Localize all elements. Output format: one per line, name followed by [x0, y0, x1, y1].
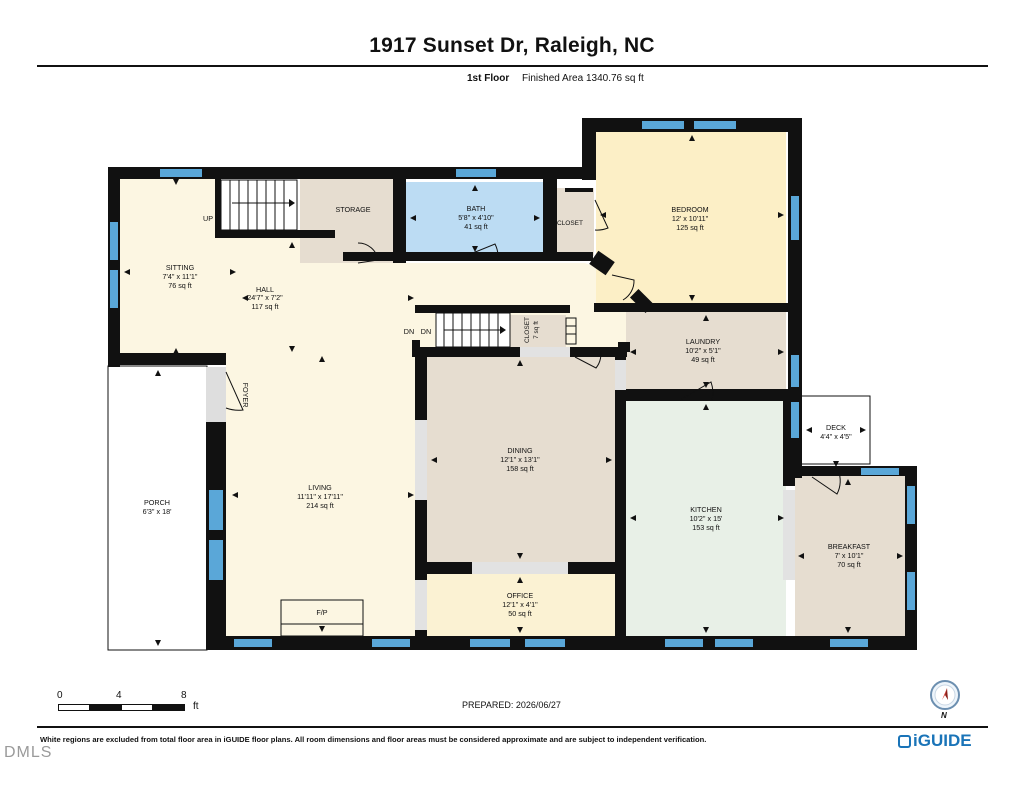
dining-dims: 12'1" x 13'1"	[500, 455, 540, 464]
closet1-fill	[557, 188, 594, 256]
room-fills	[107, 132, 905, 651]
fireplace	[280, 599, 364, 637]
bedroom-name: BEDROOM	[671, 205, 708, 214]
sitting-area: 76 sq ft	[168, 281, 192, 290]
living-area: 214 sq ft	[306, 501, 334, 510]
stair-dn-label-1: DN	[404, 327, 414, 336]
iguide-logo-text: iGUIDE	[913, 731, 972, 750]
disclaimer: White regions are excluded from total fl…	[40, 735, 707, 744]
stair-up	[220, 179, 298, 231]
scale-bar: 0 4 8 ft	[40, 690, 210, 715]
laundry-name: LAUNDRY	[686, 337, 720, 346]
plan-title: 1917 Sunset Dr, Raleigh, NC	[369, 34, 655, 57]
dining-name: DINING	[507, 446, 533, 455]
compass: N	[926, 679, 966, 720]
deck-name: DECK	[826, 423, 846, 432]
foyer-fill	[206, 367, 226, 422]
office-area: 50 sq ft	[508, 609, 532, 618]
room-labels: SITTING 7'4" x 11'1" 76 sq ft STORAGE BA…	[143, 204, 871, 618]
iguide-logo-icon	[898, 735, 911, 748]
compass-n: N	[941, 711, 947, 719]
laundry-fill	[626, 312, 786, 390]
scale-tick-8: 8	[181, 690, 187, 701]
iguide-logo: iGUIDE	[898, 731, 972, 751]
stair-down	[435, 312, 511, 348]
porch-name: PORCH	[144, 498, 170, 507]
porch-fill	[107, 365, 208, 651]
closet2-fill	[510, 315, 566, 350]
kitchen-area: 153 sq ft	[692, 523, 720, 532]
mls-watermark: DMLS	[4, 744, 53, 761]
bedroom-dims: 12' x 10'11"	[672, 214, 709, 223]
fireplace-label: F/P	[316, 608, 327, 617]
scale-unit: ft	[193, 701, 199, 712]
breakfast-fill	[795, 476, 905, 636]
closet2-shelf	[565, 317, 577, 345]
scale-seg-4	[152, 704, 185, 711]
scale-tick-4: 4	[116, 690, 122, 701]
floor-name: 1st Floor	[467, 73, 510, 84]
scale-seg-3	[121, 704, 153, 711]
closet2-area: 7 sq ft	[533, 321, 540, 339]
kitchen-fill	[626, 401, 786, 636]
living-name: LIVING	[308, 483, 332, 492]
stair-dn-label-2: DN	[421, 327, 431, 336]
living-dims: 11'11" x 17'11"	[297, 492, 343, 501]
storage-fill	[300, 178, 393, 263]
bath-dims: 5'8" x 4'10"	[458, 213, 494, 222]
scale-seg-1	[58, 704, 90, 711]
bath-fill	[406, 182, 543, 254]
hall-area: 117 sq ft	[251, 302, 278, 311]
kitchen-name: KITCHEN	[690, 505, 722, 514]
dimension-markers	[124, 135, 903, 646]
scale-seg-2	[89, 704, 122, 711]
sitting-dims: 7'4" x 11'1"	[163, 272, 198, 281]
finished-area: Finished Area 1340.76 sq ft	[522, 73, 644, 84]
breakfast-area: 70 sq ft	[837, 560, 861, 569]
hall-name: HALL	[256, 285, 274, 294]
laundry-area: 49 sq ft	[691, 355, 715, 364]
stair-up-label: UP	[203, 214, 213, 223]
header-rule	[37, 65, 988, 67]
storage-name: STORAGE	[335, 205, 370, 214]
dining-area: 158 sq ft	[506, 464, 534, 473]
bedroom-fill	[596, 132, 786, 304]
closet2-name: CLOSET	[524, 317, 531, 343]
breakfast-name: BREAKFAST	[828, 542, 871, 551]
floor-subtitle: 1st Floor Finished Area 1340.76 sq ft	[467, 73, 644, 84]
office-name: OFFICE	[507, 591, 534, 600]
scale-tick-0: 0	[57, 690, 63, 701]
door-swings	[225, 199, 841, 495]
kitchen-dims: 10'2" x 15'	[690, 514, 723, 523]
office-dims: 12'1" x 4'1"	[502, 600, 538, 609]
office-fill	[427, 574, 615, 636]
hall-dims: 24'7" x 7'2"	[247, 293, 283, 302]
bath-area: 41 sq ft	[464, 222, 488, 231]
prepared-date: PREPARED: 2026/06/27	[462, 700, 561, 710]
windows	[110, 121, 915, 647]
bedroom-area: 125 sq ft	[676, 223, 704, 232]
laundry-dims: 10'2" x 5'1"	[685, 346, 721, 355]
porch-dims: 6'3" x 18'	[143, 507, 173, 516]
footer-rule	[37, 726, 988, 728]
sitting-hall-living-fill	[120, 178, 645, 636]
dining-fill	[427, 357, 615, 562]
openings	[415, 347, 795, 630]
sitting-name: SITTING	[166, 263, 195, 272]
deck-dims: 4'4" x 4'5"	[820, 432, 852, 441]
bath-name: BATH	[467, 204, 486, 213]
foyer-label: FOYER	[241, 383, 250, 408]
closet1-name: CLOSET	[557, 220, 583, 227]
breakfast-dims: 7' x 10'1"	[835, 551, 864, 560]
